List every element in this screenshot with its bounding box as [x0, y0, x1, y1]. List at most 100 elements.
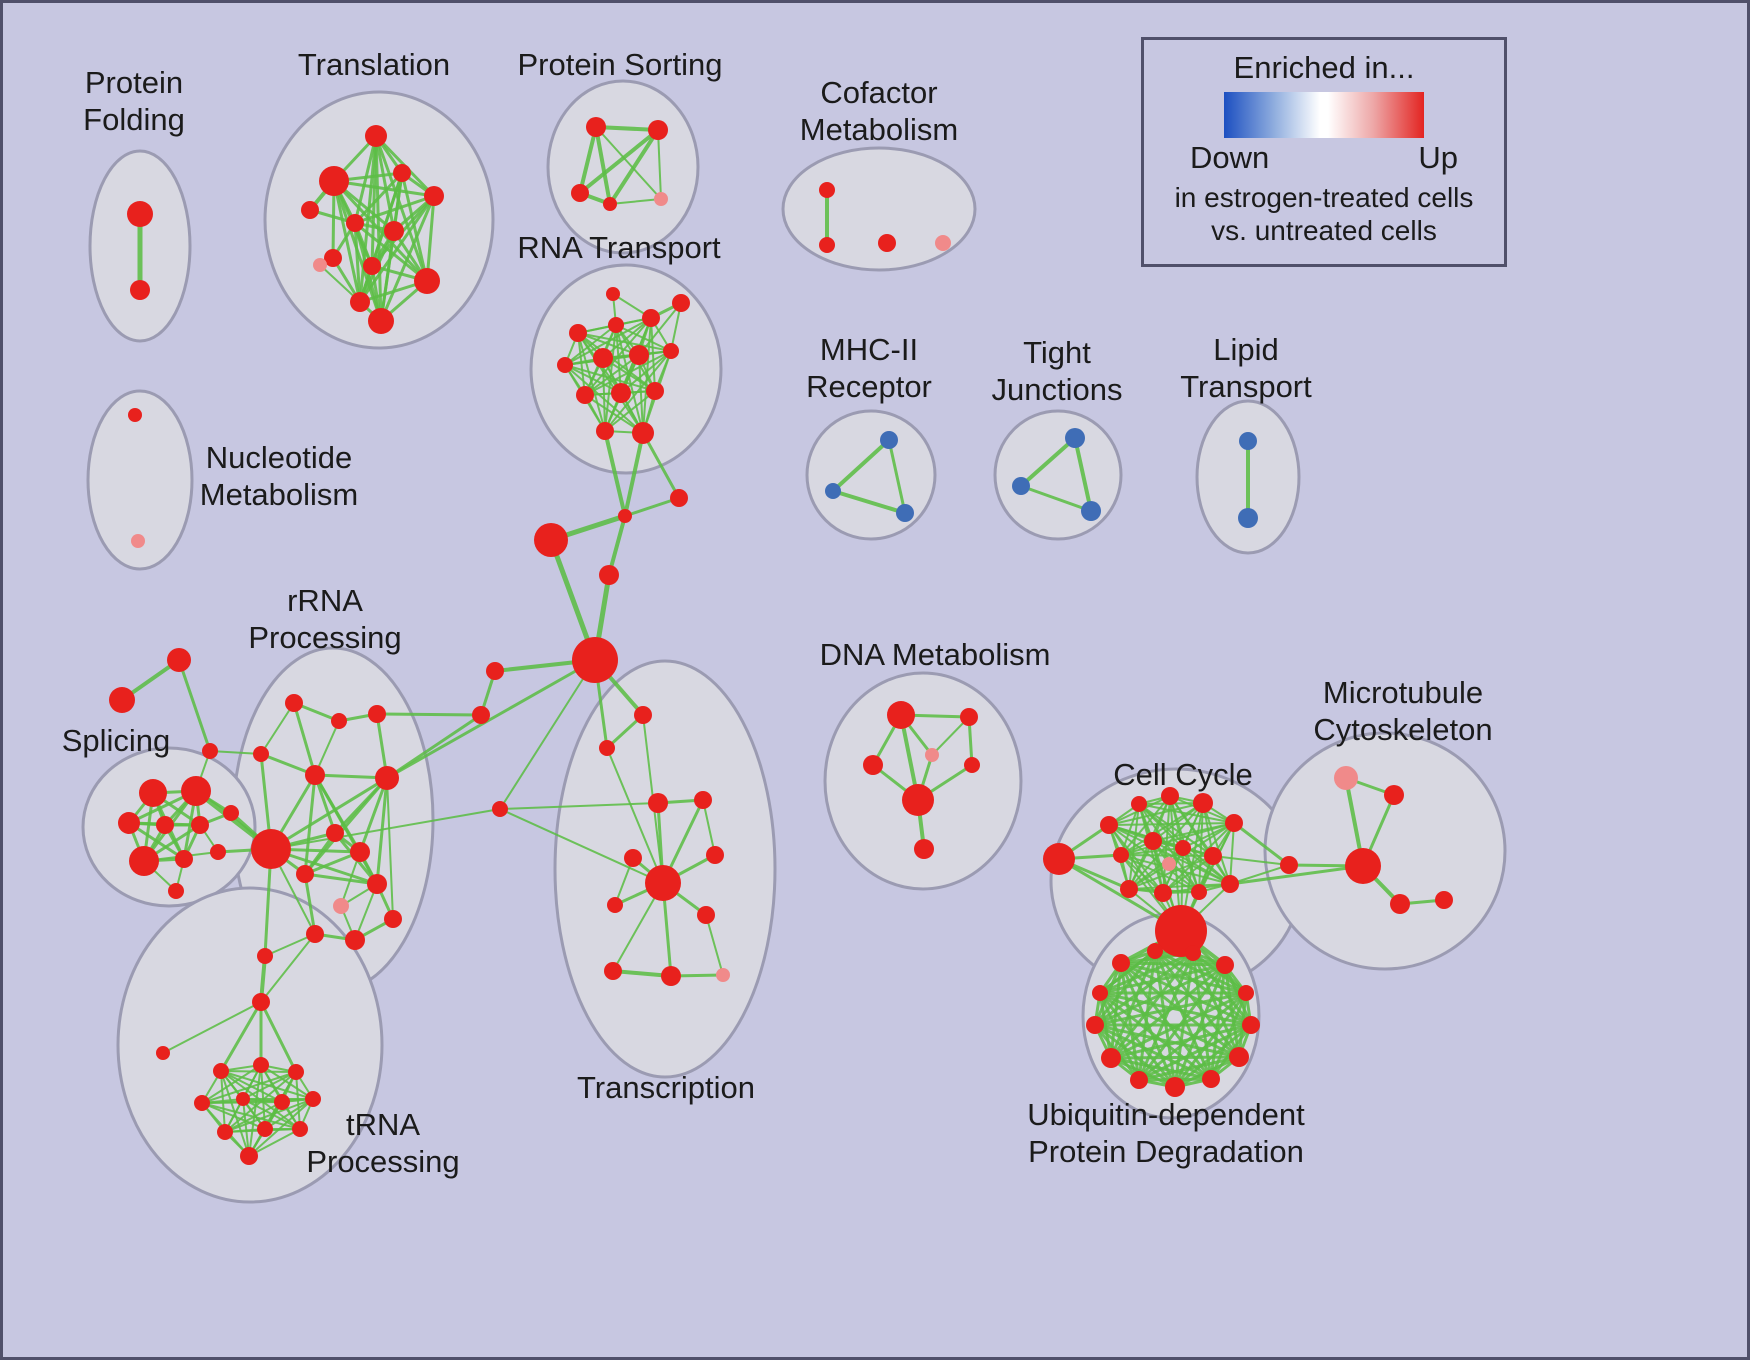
node-rt4[interactable]: [642, 309, 660, 327]
node-u1[interactable]: [1112, 954, 1130, 972]
node-t8[interactable]: [324, 249, 342, 267]
node-m2[interactable]: [1384, 785, 1404, 805]
node-t9[interactable]: [414, 268, 440, 294]
node-spA[interactable]: [167, 648, 191, 672]
node-rr5[interactable]: [305, 765, 325, 785]
node-rt8[interactable]: [629, 345, 649, 365]
node-u4[interactable]: [1216, 956, 1234, 974]
node-u3[interactable]: [1185, 945, 1201, 961]
node-rr3[interactable]: [368, 705, 386, 723]
node-d2[interactable]: [960, 708, 978, 726]
node-u6[interactable]: [1242, 1016, 1260, 1034]
node-s2[interactable]: [181, 776, 211, 806]
node-tc7[interactable]: [706, 846, 724, 864]
node-rt10[interactable]: [576, 386, 594, 404]
node-mid2[interactable]: [472, 706, 490, 724]
node-mid3[interactable]: [492, 801, 508, 817]
node-rr15[interactable]: [384, 910, 402, 928]
node-hub1[interactable]: [618, 509, 632, 523]
node-ps5[interactable]: [654, 192, 668, 206]
node-s6[interactable]: [223, 805, 239, 821]
node-c15[interactable]: [1221, 875, 1239, 893]
node-d5[interactable]: [964, 757, 980, 773]
node-spC[interactable]: [202, 743, 218, 759]
node-rr1[interactable]: [285, 694, 303, 712]
node-m1[interactable]: [1334, 766, 1358, 790]
node-u2[interactable]: [1147, 943, 1163, 959]
node-t13[interactable]: [368, 308, 394, 334]
node-nm1[interactable]: [128, 408, 142, 422]
node-rr10[interactable]: [296, 865, 314, 883]
node-mh1[interactable]: [880, 431, 898, 449]
node-rr2[interactable]: [331, 713, 347, 729]
node-s10[interactable]: [168, 883, 184, 899]
node-tn4[interactable]: [194, 1095, 210, 1111]
node-s5[interactable]: [191, 816, 209, 834]
node-tc11[interactable]: [661, 966, 681, 986]
node-u9[interactable]: [1165, 1077, 1185, 1097]
node-m3[interactable]: [1280, 856, 1298, 874]
node-tn8[interactable]: [217, 1124, 233, 1140]
node-u13[interactable]: [1092, 985, 1108, 1001]
node-ps3[interactable]: [571, 184, 589, 202]
node-rt2[interactable]: [569, 324, 587, 342]
node-c8[interactable]: [1144, 832, 1162, 850]
node-hub5[interactable]: [572, 637, 618, 683]
node-tc6[interactable]: [624, 849, 642, 867]
node-tj3[interactable]: [1081, 501, 1101, 521]
node-t5[interactable]: [424, 186, 444, 206]
node-rt14[interactable]: [632, 422, 654, 444]
node-c6[interactable]: [1225, 814, 1243, 832]
node-u10[interactable]: [1130, 1071, 1148, 1089]
node-rr6[interactable]: [375, 766, 399, 790]
node-tn3[interactable]: [288, 1064, 304, 1080]
node-rt5[interactable]: [672, 294, 690, 312]
node-rt11[interactable]: [611, 383, 631, 403]
node-u8[interactable]: [1202, 1070, 1220, 1088]
node-mh3[interactable]: [896, 504, 914, 522]
node-rt6[interactable]: [557, 357, 573, 373]
node-s3[interactable]: [118, 812, 140, 834]
node-s7[interactable]: [129, 846, 159, 876]
node-t12[interactable]: [350, 292, 370, 312]
node-rt1[interactable]: [606, 287, 620, 301]
node-rt12[interactable]: [646, 382, 664, 400]
node-m6[interactable]: [1435, 891, 1453, 909]
node-c2[interactable]: [1100, 816, 1118, 834]
node-rt13[interactable]: [596, 422, 614, 440]
node-tj2[interactable]: [1012, 477, 1030, 495]
node-t4[interactable]: [393, 164, 411, 182]
node-u12[interactable]: [1086, 1016, 1104, 1034]
node-hub2[interactable]: [534, 523, 568, 557]
node-rr16[interactable]: [257, 948, 273, 964]
node-cf2[interactable]: [819, 237, 835, 253]
node-s8[interactable]: [175, 850, 193, 868]
node-tn6[interactable]: [274, 1094, 290, 1110]
node-tn5[interactable]: [236, 1092, 250, 1106]
node-t3[interactable]: [301, 201, 319, 219]
node-tn7[interactable]: [305, 1091, 321, 1107]
node-rr13[interactable]: [306, 925, 324, 943]
node-tn11[interactable]: [240, 1147, 258, 1165]
node-tn9[interactable]: [257, 1121, 273, 1137]
node-c12[interactable]: [1120, 880, 1138, 898]
node-rr14[interactable]: [345, 930, 365, 950]
node-rr9[interactable]: [350, 842, 370, 862]
node-lp2[interactable]: [1238, 508, 1258, 528]
node-tc1[interactable]: [634, 706, 652, 724]
node-pf1[interactable]: [127, 201, 153, 227]
node-mid1[interactable]: [486, 662, 504, 680]
node-tc10[interactable]: [604, 962, 622, 980]
node-tt[interactable]: [252, 993, 270, 1011]
node-hub4[interactable]: [599, 565, 619, 585]
node-nm2[interactable]: [131, 534, 145, 548]
node-c9[interactable]: [1175, 840, 1191, 856]
node-tc9[interactable]: [697, 906, 715, 924]
node-u11[interactable]: [1101, 1048, 1121, 1068]
node-tc4[interactable]: [648, 793, 668, 813]
node-tc3[interactable]: [645, 865, 681, 901]
node-d1[interactable]: [887, 701, 915, 729]
node-tc5[interactable]: [694, 791, 712, 809]
node-d6[interactable]: [902, 784, 934, 816]
node-m5[interactable]: [1390, 894, 1410, 914]
